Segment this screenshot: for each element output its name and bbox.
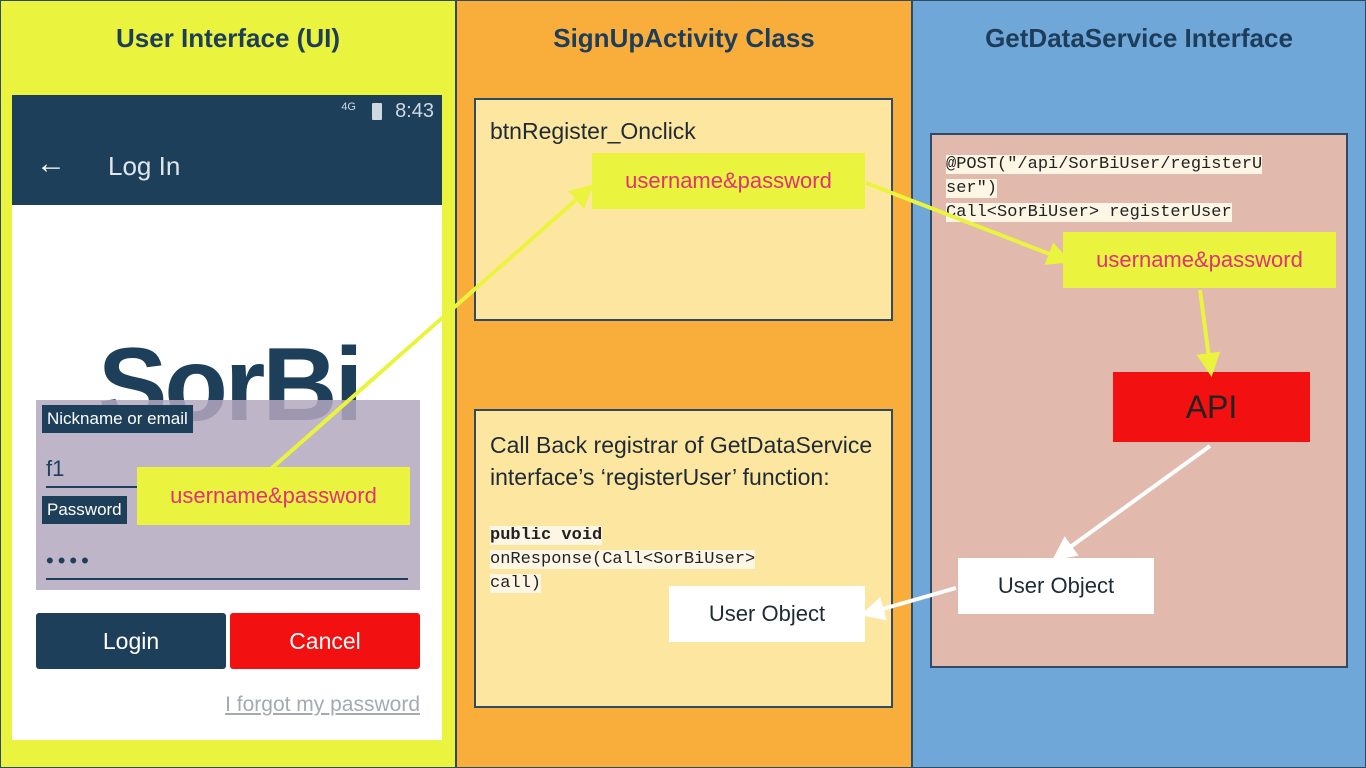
battery-icon — [372, 103, 382, 120]
callback-code-line-2: onResponse(Call<SorBiUser> — [490, 550, 756, 569]
password-underline — [46, 578, 408, 580]
service-code-line-3: Call<SorBiUser> registerUser — [946, 203, 1232, 222]
signup-credentials-tag: username&password — [592, 153, 865, 209]
signup-column-title: SignUpActivity Class — [553, 23, 815, 53]
service-code-line-1: @POST("/api/SorBiUser/registerU — [946, 155, 1263, 174]
status-time: 8:43 — [395, 100, 434, 122]
callback-description: Call Back registrar of GetDataService in… — [490, 432, 873, 490]
callback-code-line-3: call) — [490, 574, 542, 593]
service-code-line-2: ser") — [946, 179, 998, 198]
onclick-handler-box: btnRegister_Onclick — [474, 98, 893, 321]
service-code: @POST("/api/SorBiUser/registerU ser") Ca… — [946, 153, 1336, 225]
cancel-button[interactable]: Cancel — [230, 613, 420, 669]
password-input[interactable]: •••• — [46, 548, 93, 573]
arrow-left-icon[interactable]: ← — [36, 147, 66, 180]
login-button[interactable]: Login — [36, 613, 226, 669]
forgot-password-link[interactable]: I forgot my password — [225, 693, 420, 716]
onclick-title: btnRegister_Onclick — [490, 118, 696, 144]
app-bar: ← Log In — [12, 129, 442, 205]
service-credentials-tag: username&password — [1063, 232, 1336, 288]
nickname-input[interactable]: f1 — [46, 456, 65, 481]
service-column-title: GetDataService Interface — [985, 23, 1293, 53]
signup-user-object-tag: User Object — [669, 586, 865, 642]
callback-box: Call Back registrar of GetDataService in… — [474, 409, 893, 708]
app-bar-title: Log In — [108, 151, 181, 181]
phone-screen: 4G 8:43 ← Log In SorBi Nickname or email… — [12, 95, 442, 740]
status-bar: 4G 8:43 — [12, 95, 442, 129]
network-icon: 4G — [341, 101, 356, 113]
password-label: Password — [42, 496, 127, 524]
callback-code: public void onResponse(Call<SorBiUser> c… — [490, 524, 756, 596]
callback-code-line-1: public void — [490, 526, 603, 545]
ui-column-title: User Interface (UI) — [116, 23, 340, 53]
nickname-label: Nickname or email — [42, 405, 193, 433]
ui-credentials-tag: username&password — [137, 467, 410, 525]
api-box: API — [1113, 372, 1310, 442]
service-user-object-tag: User Object — [958, 558, 1154, 614]
